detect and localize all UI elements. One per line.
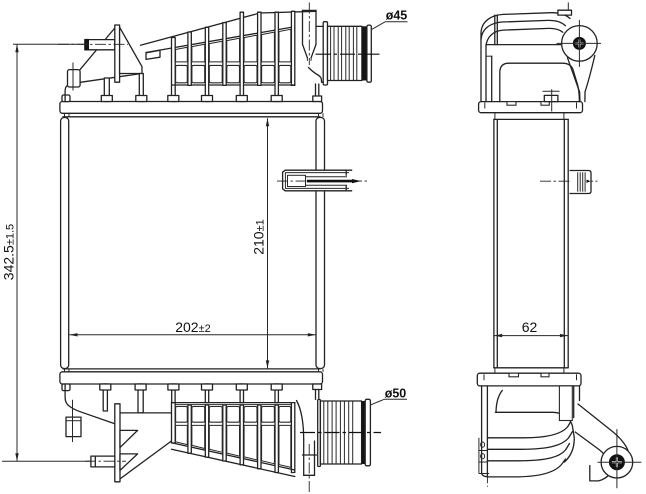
- svg-text:342.5±1.5: 342.5±1.5: [1, 224, 17, 280]
- svg-text:ø45: ø45: [386, 9, 408, 23]
- svg-text:62: 62: [522, 319, 538, 335]
- svg-text:202±2: 202±2: [175, 319, 211, 335]
- svg-text:ø50: ø50: [385, 386, 407, 400]
- svg-text:210±1: 210±1: [251, 219, 267, 255]
